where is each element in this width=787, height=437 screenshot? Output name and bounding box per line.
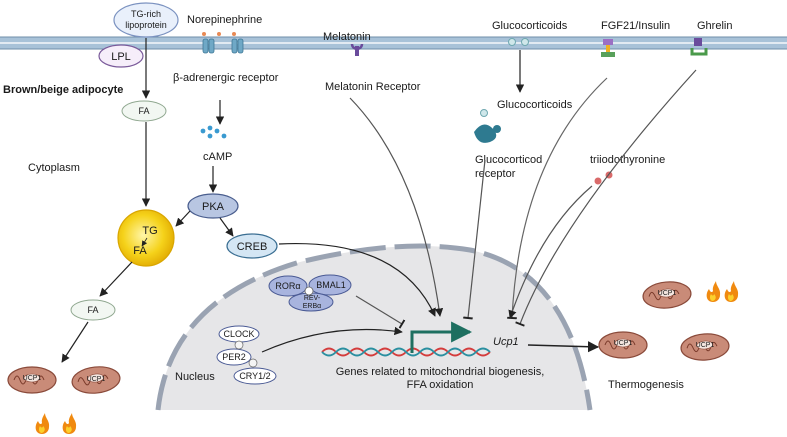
rev-erb-label-2: ERBα — [303, 303, 321, 310]
flame-icon — [724, 281, 739, 302]
lpl-enzyme-icon — [98, 44, 144, 68]
dna-icon — [321, 347, 491, 357]
ror-alpha-label: RORα — [275, 281, 300, 291]
tg-rich-lipoprotein: TG-rich lipoprotein — [113, 2, 179, 38]
norepinephrine-label: Norepinephrine — [187, 14, 262, 26]
ror-bmal-rev-complex: RORα BMAL1 REV- ERBα — [268, 274, 352, 312]
glucocorticoid-molecule — [480, 109, 488, 117]
lpl-label: LPL — [111, 51, 131, 63]
flames-right — [706, 281, 739, 302]
norepinephrine-molecules — [202, 32, 236, 36]
mito-label: UCP1 — [614, 340, 633, 347]
thermogenesis-label: Thermogenesis — [608, 379, 684, 391]
lipoprotein-icon — [113, 2, 179, 38]
ghrelin-label: Ghrelin — [697, 20, 732, 32]
cytoplasm-label: Cytoplasm — [28, 162, 80, 174]
glucocorticoids-top-label: Glucocorticoids — [492, 20, 568, 32]
mitochondria-left: UCP1 UCP1 — [7, 363, 122, 397]
fa-top-node: FA — [121, 100, 167, 122]
ucp1-gene-label: Ucp1 — [493, 336, 519, 348]
fa-droplet-label: FA — [133, 245, 147, 257]
triiodothyronine-label: triiodothyronine — [590, 154, 665, 166]
lipid-droplet: TG FA — [117, 209, 175, 267]
melatonin-receptor-label: Melatonin Receptor — [325, 81, 421, 93]
fa-bottom-label: FA — [87, 305, 98, 315]
tg-label: TG — [142, 225, 157, 237]
lpl: LPL — [98, 44, 144, 68]
fa-bottom-node: FA — [70, 299, 116, 321]
bmal1-label: BMAL1 — [316, 280, 346, 290]
cell-type-label: Brown/beige adipocyte — [3, 84, 123, 96]
genes-label-1: Genes related to mitochondrial biogenesi… — [336, 366, 545, 378]
lipoprotein-label: lipoprotein — [125, 20, 167, 30]
fa-top-label: FA — [138, 106, 149, 116]
pathway-arrows — [61, 38, 697, 363]
nucleus — [155, 243, 593, 411]
nucleus-label: Nucleus — [175, 371, 215, 383]
beta-adrenergic-receptor-icon — [202, 38, 244, 54]
ghrelin-receptor-icon — [690, 38, 708, 56]
rev-erb-label-1: REV- — [304, 295, 321, 302]
fgf21-insulin-receptor-icon — [601, 39, 615, 57]
glucocorticoid-molecules — [508, 38, 529, 46]
clock-label: CLOCK — [223, 329, 254, 339]
pka-label: PKA — [202, 201, 225, 213]
pka-node: PKA — [187, 193, 239, 219]
glucocorticoid-receptor-label-1: Glucocorticod — [475, 154, 542, 166]
clock-complex: CLOCK PER2 CRY1/2 — [216, 325, 277, 385]
melatonin-label: Melatonin — [323, 31, 371, 43]
per2-label: PER2 — [222, 352, 246, 362]
mito-label: UCP1 — [696, 342, 715, 349]
camp-molecules — [200, 125, 227, 139]
flame-icon — [62, 413, 77, 434]
genes-label-2: FFA oxidation — [407, 379, 474, 391]
melatonin-receptor-icon — [350, 43, 364, 56]
mito-label: UCP1 — [87, 376, 106, 383]
transcription-start-arrow — [410, 321, 473, 353]
mitochondria-right: UCP1 UCP1 UCP1 — [598, 279, 731, 363]
glucocorticoids-inner-label: Glucocorticoids — [497, 99, 573, 111]
creb-node: CREB — [226, 233, 278, 259]
fgf21-insulin-label: FGF21/Insulin — [601, 20, 670, 32]
cry12-label: CRY1/2 — [239, 371, 270, 381]
flame-icon — [35, 413, 50, 434]
mito-label: UCP1 — [23, 375, 42, 382]
glucocorticoid-receptor-icon — [474, 124, 501, 143]
flame-icon — [706, 281, 721, 302]
beta-adrenergic-receptor-label: β-adrenergic receptor — [173, 72, 279, 84]
tg-rich-label: TG-rich — [131, 9, 161, 19]
glucocorticoid-receptor-label-2: receptor — [475, 168, 516, 180]
mito-label: UCP1 — [658, 290, 677, 297]
camp-label: cAMP — [203, 151, 232, 163]
creb-label: CREB — [237, 241, 268, 253]
flames-left — [35, 413, 77, 434]
